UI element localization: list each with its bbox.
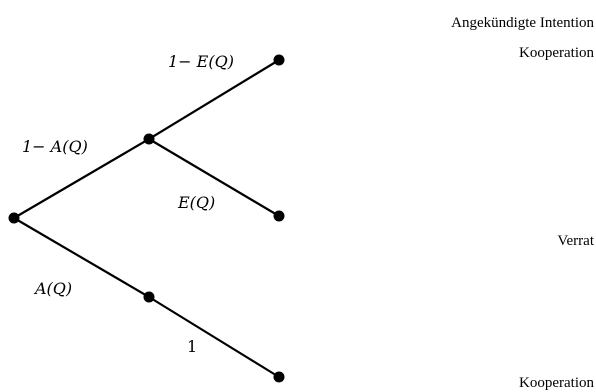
outcome-label-middle: Verrat (557, 233, 594, 249)
root-node (8, 212, 20, 224)
edge-label-root-to-middle: 1− A(Q) (22, 137, 88, 156)
middle-node (143, 133, 155, 145)
edge-label-middle-to-top: 1− E(Q) (168, 52, 234, 71)
top-leaf-node (273, 54, 285, 66)
edge-middle-to-top (147, 58, 281, 141)
outcome-label-top: Kooperation (519, 45, 594, 61)
edge-label-root-to-lower-mid: A(Q) (33, 279, 72, 298)
edge-root-to-lower-mid (12, 216, 151, 299)
upper-mid-leaf-node (273, 210, 285, 222)
edge-label-middle-to-upper-mid: E(Q) (177, 193, 215, 212)
bottom-leaf-node (273, 371, 285, 383)
edge-root-to-middle (12, 137, 151, 220)
edge-lower-mid-to-bottom (147, 295, 281, 379)
edge-label-lower-mid-to-bottom: 1 (187, 337, 197, 356)
edge-middle-to-upper-mid (147, 137, 281, 218)
lower-mid-node (143, 291, 155, 303)
outcome-label-bottom: Kooperation (519, 375, 594, 391)
header-label: Angekündigte Intention (451, 15, 594, 31)
